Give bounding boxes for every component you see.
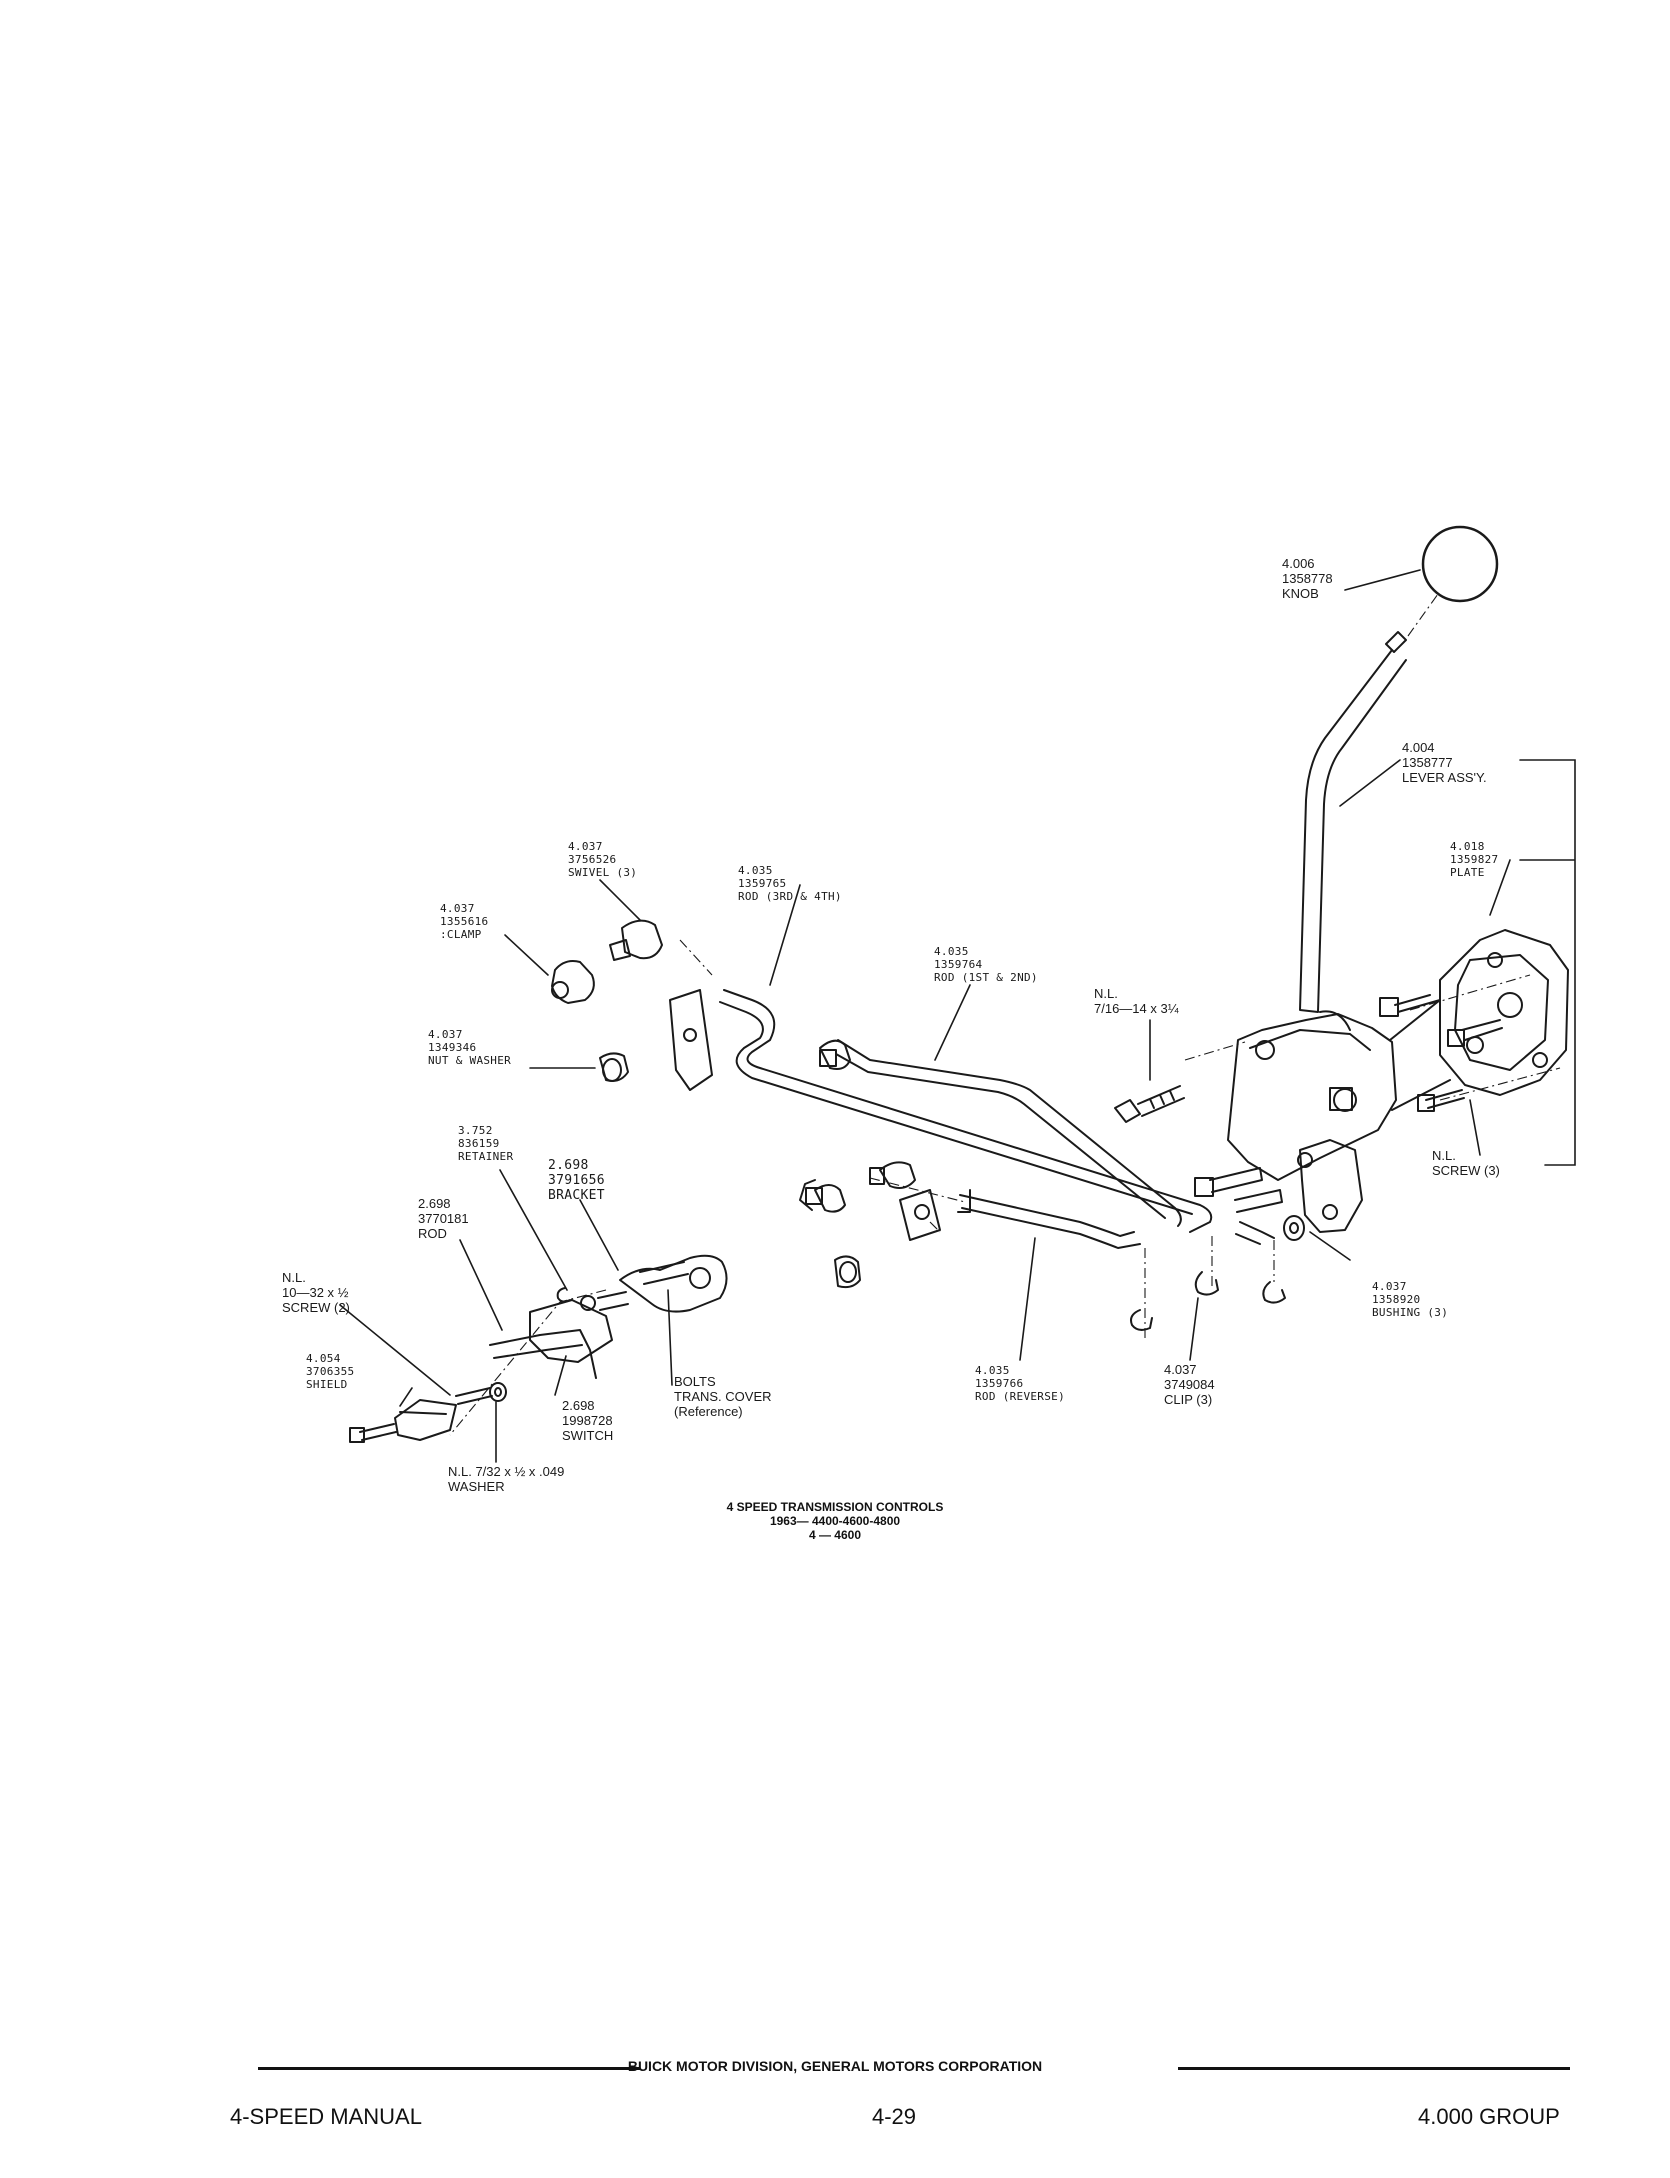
- rod-reverse: [959, 1194, 1141, 1249]
- diagram-caption: 4 SPEED TRANSMISSION CONTROLS 1963— 4400…: [726, 1500, 944, 1542]
- footer-rule-left: [258, 2067, 640, 2070]
- label-bolts-trans-cover: BOLTS TRANS. COVER (Reference): [674, 1374, 772, 1419]
- label-swivel: 4.037 3756526 SWIVEL (3): [568, 840, 638, 879]
- clip-3: [1262, 1281, 1286, 1304]
- shift-knob: [1421, 525, 1499, 603]
- nut-washer-lower: [834, 1255, 861, 1289]
- label-rod-1st-2nd: 4.035 1359764 ROD (1ST & 2ND): [934, 945, 1038, 984]
- swivel: [621, 919, 663, 960]
- pivot-bolt: [1114, 1085, 1185, 1123]
- rod-3rd-4th: [723, 989, 1213, 1233]
- label-bushing: 4.037 1358920 BUSHING (3): [1372, 1280, 1449, 1319]
- bracket-bolts: [639, 1261, 689, 1285]
- lever-stub-2: [1234, 1189, 1283, 1213]
- label-plate: 4.018 1359827 PLATE: [1450, 840, 1499, 879]
- label-pivot-bolt: N.L. 7/16—14 x 3¼: [1094, 986, 1179, 1016]
- shift-lever-rod: [1299, 649, 1407, 1013]
- shield: [394, 1399, 457, 1441]
- footer-group: 4.000 GROUP: [1418, 2104, 1560, 2129]
- lever-housing: [1227, 1013, 1397, 1181]
- label-screw-3: N.L. SCREW (3): [1432, 1148, 1500, 1178]
- label-clamp: 4.037 1355616 :CLAMP: [440, 902, 489, 941]
- label-retainer: 3.752 836159 RETAINER: [458, 1124, 514, 1163]
- footer-page-number: 4-29: [872, 2104, 917, 2129]
- lever-threaded-tip: [1385, 631, 1407, 653]
- plate-screw-mid: [1461, 1019, 1503, 1041]
- switch: [529, 1299, 613, 1363]
- label-shield: 4.054 3706355 SHIELD: [306, 1352, 355, 1391]
- label-rod-reverse: 4.035 1359766 ROD (REVERSE): [975, 1364, 1065, 1403]
- label-nut-washer: 4.037 1349346 NUT & WASHER: [428, 1028, 512, 1067]
- lever-stub-1: [1209, 1167, 1263, 1193]
- footer-section: 4-SPEED MANUAL: [230, 2104, 422, 2129]
- label-rod-3rd-4th: 4.035 1359765 ROD (3RD & 4TH): [738, 864, 842, 903]
- bushing: [1283, 1215, 1305, 1241]
- label-switch-rod: 2.698 3770181 ROD: [418, 1196, 469, 1241]
- label-clip: 4.037 3749084 CLIP (3): [1164, 1362, 1215, 1407]
- switch-screw: [455, 1387, 493, 1405]
- label-lever-assy: 4.004 1358777 LEVER ASS'Y.: [1402, 740, 1487, 785]
- rod-1st-2nd: [837, 1039, 1182, 1227]
- lower-arm: [1299, 1139, 1363, 1233]
- shield-screw: [359, 1423, 397, 1441]
- label-bracket: 2.698 3791656 BRACKET: [548, 1158, 605, 1203]
- switch-rod: [489, 1329, 597, 1379]
- clamp-bracket-upper: [669, 989, 713, 1091]
- gearshift-plate: [1439, 929, 1569, 1096]
- clamp-middle: [799, 1179, 816, 1211]
- label-switch: 2.698 1998728 SWITCH: [562, 1398, 614, 1443]
- clip-2: [1194, 1271, 1219, 1296]
- swivel-middle: [814, 1184, 846, 1213]
- plate-screw-top: [1394, 994, 1441, 1013]
- footer-rule-right: [1178, 2067, 1570, 2070]
- swivel-upper: [819, 1039, 851, 1070]
- label-screw-2: N.L. 10—32 x ½ SCREW (2): [282, 1270, 350, 1315]
- washer: [489, 1382, 507, 1402]
- clip-1: [1130, 1309, 1153, 1331]
- label-washer: N.L. 7/32 x ½ x .049 WASHER: [448, 1464, 565, 1494]
- label-knob: 4.006 1358778 KNOB: [1282, 556, 1333, 601]
- clamp-bracket-mid: [899, 1189, 941, 1241]
- clamp: [551, 960, 595, 1004]
- footer-corporation: BUICK MOTOR DIVISION, GENERAL MOTORS COR…: [627, 2058, 1043, 2074]
- retainer-clip: [556, 1287, 571, 1303]
